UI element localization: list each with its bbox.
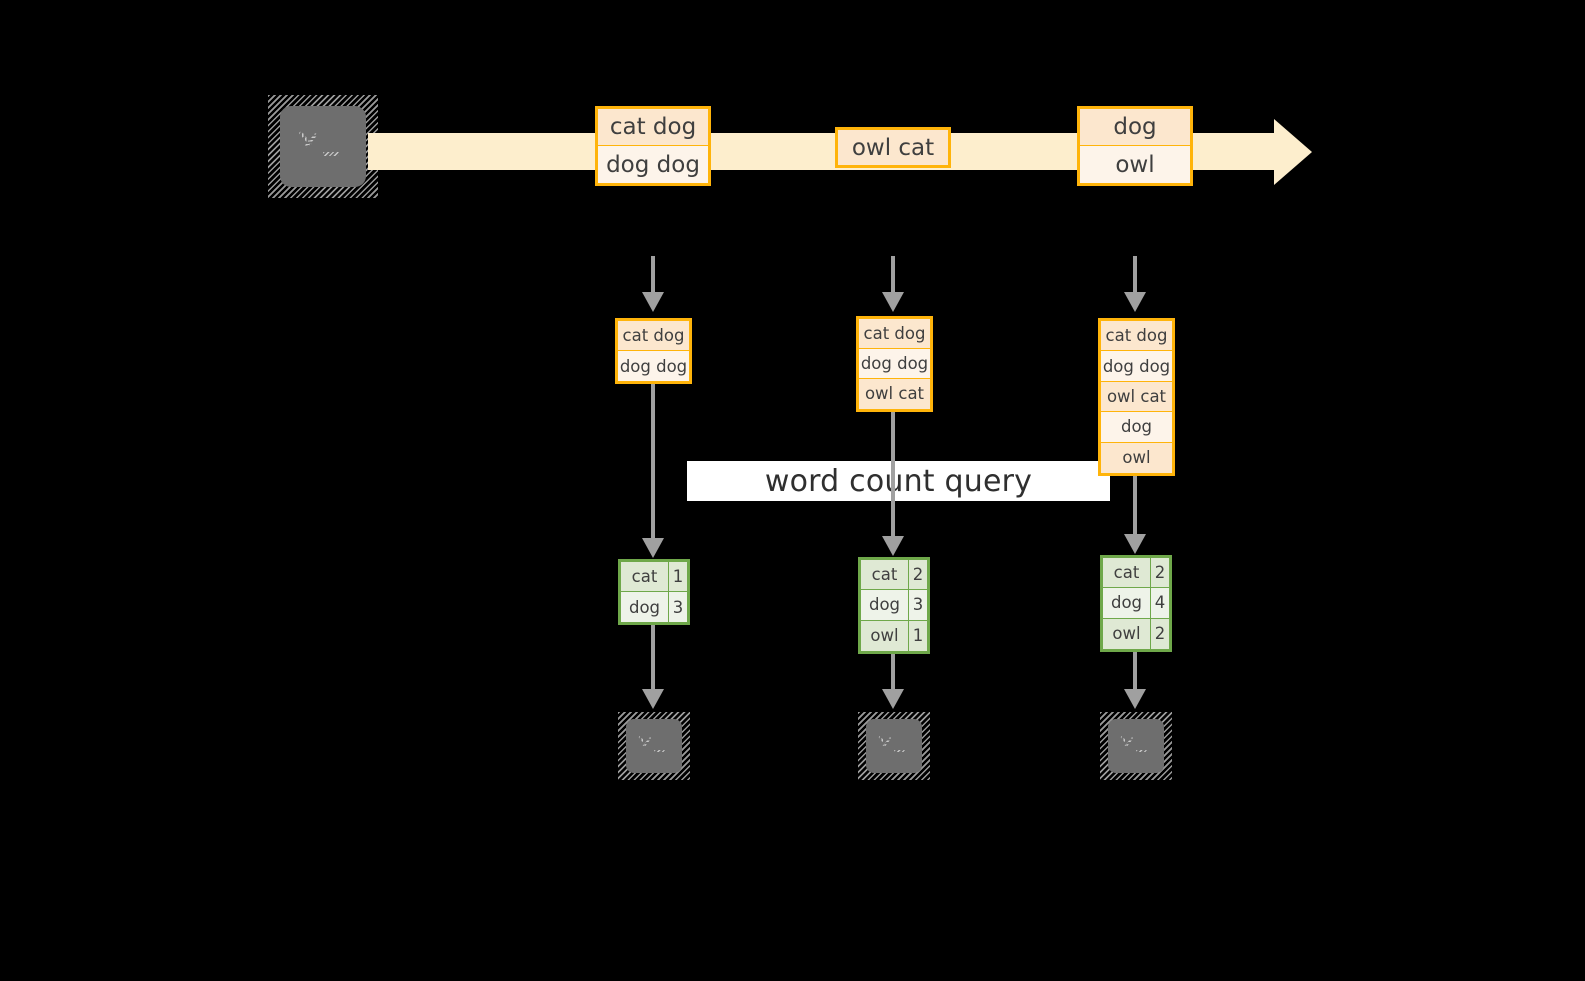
- snapshot-2-result-row-1-count: 2: [912, 565, 924, 585]
- terminal-cursor-icon: [654, 749, 665, 753]
- snapshot-2-sink-arrowhead-icon: [882, 689, 904, 709]
- query-label: word count query: [687, 461, 1110, 501]
- terminal-cursor-icon: [894, 749, 905, 753]
- stream-event-1-line-2: dog dog: [598, 146, 708, 183]
- snapshot-3-query-arrowhead-icon: [1124, 534, 1146, 554]
- snapshot-1-result-row-2-word: dog: [621, 592, 669, 622]
- snapshot-2-query-arrowhead-icon: [882, 536, 904, 556]
- snapshot-3-capture-line: [1133, 256, 1137, 292]
- terminal-screen: [1107, 719, 1165, 773]
- snapshot-3-result-row-1-count: 2: [1154, 563, 1166, 583]
- snapshot-1-result-row-1-word: cat: [621, 562, 669, 592]
- snapshot-2-result-row-2: dog 3: [861, 590, 927, 621]
- snapshot-1-sink-terminal-icon: [618, 712, 690, 780]
- snapshot-3-input-row-4: dog: [1101, 412, 1172, 443]
- snapshot-3-result-row-2-word: dog: [1103, 588, 1151, 618]
- snapshot-2-capture-arrowhead-icon: [882, 292, 904, 312]
- stream-event-2-line-1: owl cat: [838, 130, 948, 165]
- snapshot-3-sink-line: [1133, 652, 1137, 691]
- snapshot-2-sink-line: [891, 654, 895, 691]
- stream-event-1: cat dog dog dog: [595, 106, 711, 186]
- snapshot-2-result-row-3: owl 1: [861, 620, 927, 651]
- snapshot-1-result-row-1-count: 1: [672, 567, 684, 586]
- snapshot-3-result-row-2-count: 4: [1154, 593, 1166, 613]
- snapshot-2-result-row-1: cat 2: [861, 560, 927, 591]
- snapshot-2-result-row-3-count: 1: [912, 626, 924, 646]
- stream-event-1-line-1: cat dog: [598, 109, 708, 147]
- snapshot-3-input-table: cat dog dog dog owl cat dog owl: [1098, 318, 1175, 476]
- snapshot-3-input-row-1: cat dog: [1101, 321, 1172, 352]
- snapshot-2-result-row-1-word: cat: [861, 560, 909, 590]
- snapshot-3-result-table: cat 2 dog 4 owl 2: [1100, 555, 1172, 652]
- stream-event-2: owl cat: [835, 127, 951, 168]
- snapshot-1-sink-line: [651, 625, 655, 691]
- terminal-screen: [625, 719, 683, 773]
- snapshot-2-input-table: cat dog dog dog owl cat: [856, 316, 933, 412]
- snapshot-2-query-line: [891, 412, 895, 540]
- snapshot-2-result-row-3-word: owl: [861, 620, 909, 651]
- snapshot-1-result-table: cat 1 dog 3: [618, 559, 690, 625]
- snapshot-1-input-table: cat dog dog dog: [615, 318, 692, 384]
- snapshot-1-input-row-2: dog dog: [618, 351, 689, 381]
- snapshot-1-sink-arrowhead-icon: [642, 689, 664, 709]
- snapshot-1-result-row-2-count: 3: [672, 597, 684, 617]
- snapshot-3-input-row-5: owl: [1101, 442, 1172, 474]
- snapshot-3-input-row-3: owl cat: [1101, 381, 1172, 413]
- snapshot-3-capture-arrowhead-icon: [1124, 292, 1146, 312]
- snapshot-1-query-arrowhead-icon: [642, 538, 664, 558]
- snapshot-1-input-row-1: cat dog: [618, 321, 689, 352]
- snapshot-2-result-table: cat 2 dog 3 owl 1: [858, 557, 930, 654]
- snapshot-3-result-row-3-count: 2: [1154, 624, 1166, 644]
- terminal-screen: [280, 106, 366, 187]
- snapshot-3-result-row-1: cat 2: [1103, 558, 1169, 589]
- stream-event-3-line-2: owl: [1080, 146, 1190, 183]
- source-terminal-icon: [268, 95, 378, 198]
- terminal-cursor-icon: [1136, 749, 1147, 753]
- snapshot-2-result-row-2-word: dog: [861, 590, 909, 620]
- snapshot-2-input-row-2: dog dog: [859, 349, 930, 379]
- snapshot-3-result-row-3-word: owl: [1103, 618, 1151, 649]
- snapshot-3-sink-arrowhead-icon: [1124, 689, 1146, 709]
- terminal-screen: [865, 719, 923, 773]
- terminal-cursor-icon: [323, 152, 339, 156]
- snapshot-1-query-line: [651, 384, 655, 542]
- snapshot-3-query-line: [1133, 476, 1137, 538]
- snapshot-2-capture-line: [891, 256, 895, 292]
- snapshot-2-result-row-2-count: 3: [912, 595, 924, 615]
- snapshot-3-sink-terminal-icon: [1100, 712, 1172, 780]
- stream-event-3: dog owl: [1077, 106, 1193, 186]
- snapshot-1-capture-line: [651, 256, 655, 292]
- query-label-text: word count query: [764, 463, 1033, 499]
- snapshot-2-input-row-1: cat dog: [859, 319, 930, 349]
- snapshot-1-capture-arrowhead-icon: [642, 292, 664, 312]
- snapshot-2-input-row-3: owl cat: [859, 379, 930, 409]
- stream-event-3-line-1: dog: [1080, 109, 1190, 147]
- snapshot-3-result-row-2: dog 4: [1103, 588, 1169, 619]
- snapshot-1-result-row-2: dog 3: [621, 592, 687, 622]
- snapshot-3-result-row-1-word: cat: [1103, 558, 1151, 588]
- snapshot-2-sink-terminal-icon: [858, 712, 930, 780]
- stream-arrowhead-icon: [1274, 118, 1312, 185]
- snapshot-3-input-row-2: dog dog: [1101, 351, 1172, 382]
- snapshot-1-result-row-1: cat 1: [621, 562, 687, 593]
- snapshot-3-result-row-3: owl 2: [1103, 618, 1169, 649]
